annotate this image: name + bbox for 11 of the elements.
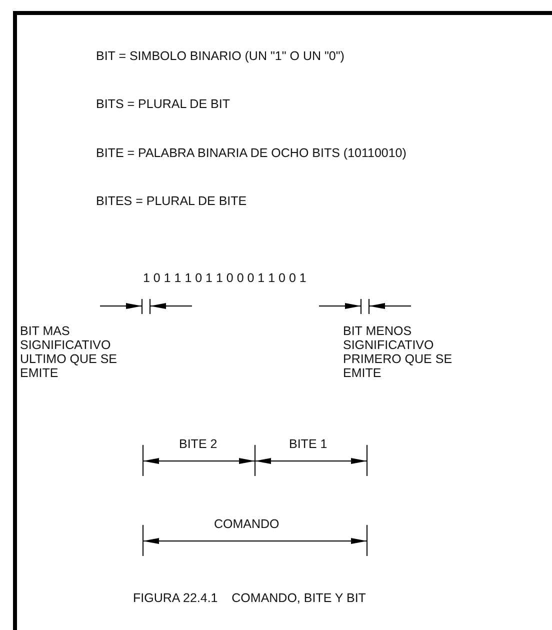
note-text: BIT MENOS SIGNIFICATIVO PRIMERO QUE SE EMITE bbox=[343, 324, 453, 380]
dimension-label: BITE 1 bbox=[289, 437, 328, 451]
definition-text: BITS = PLURAL DE BIT bbox=[96, 97, 230, 111]
definition-text: BITE = PALABRA BINARIA DE OCHO BITS (10110010) bbox=[96, 146, 406, 160]
definition-text: BIT = SIMBOLO BINARIO (UN "1" O UN "0") bbox=[96, 49, 344, 63]
note-text: BIT MAS SIGNIFICATIVO ULTIMO QUE SE EMITE bbox=[20, 324, 118, 380]
dimension-label: COMANDO bbox=[214, 517, 280, 531]
binary-sequence: 1 0 1 1 1 0 1 1 0 0 0 1 1 0 0 1 bbox=[143, 271, 306, 285]
figure-caption: FIGURA 22.4.1 COMANDO, BITE Y BIT bbox=[133, 591, 366, 605]
dimension-label: BITE 2 bbox=[179, 437, 218, 451]
definition-text: BITES = PLURAL DE BITE bbox=[96, 194, 247, 208]
